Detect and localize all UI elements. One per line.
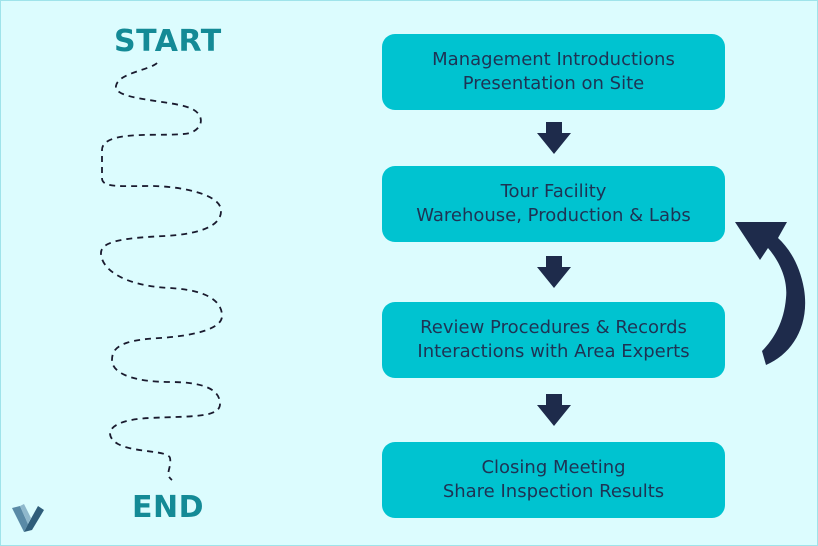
step-closing-meeting: Closing Meeting Share Inspection Results (382, 442, 725, 518)
step-review-procedures: Review Procedures & Records Interactions… (382, 302, 725, 378)
down-arrow-icon (537, 256, 571, 288)
step-subtitle: Interactions with Area Experts (417, 341, 690, 362)
step-tour-facility: Tour Facility Warehouse, Production & La… (382, 166, 725, 242)
down-arrow-icon (537, 394, 571, 426)
step-subtitle: Warehouse, Production & Labs (416, 205, 691, 226)
loop-back-arrow-icon (735, 222, 806, 365)
step-title: Closing Meeting (481, 457, 626, 478)
end-label: END (132, 490, 205, 525)
step-subtitle: Presentation on Site (462, 73, 645, 94)
step-title: Review Procedures & Records (420, 317, 687, 338)
step-title: Management Introductions (432, 49, 675, 70)
step-title: Tour Facility (500, 181, 607, 202)
start-label: START (114, 24, 222, 59)
down-arrow-icon (537, 122, 571, 154)
v-logo-icon (12, 504, 44, 532)
step-subtitle: Share Inspection Results (442, 481, 665, 502)
winding-dashed-path (100, 62, 223, 481)
step-management-introductions: Management Introductions Presentation on… (382, 34, 725, 110)
